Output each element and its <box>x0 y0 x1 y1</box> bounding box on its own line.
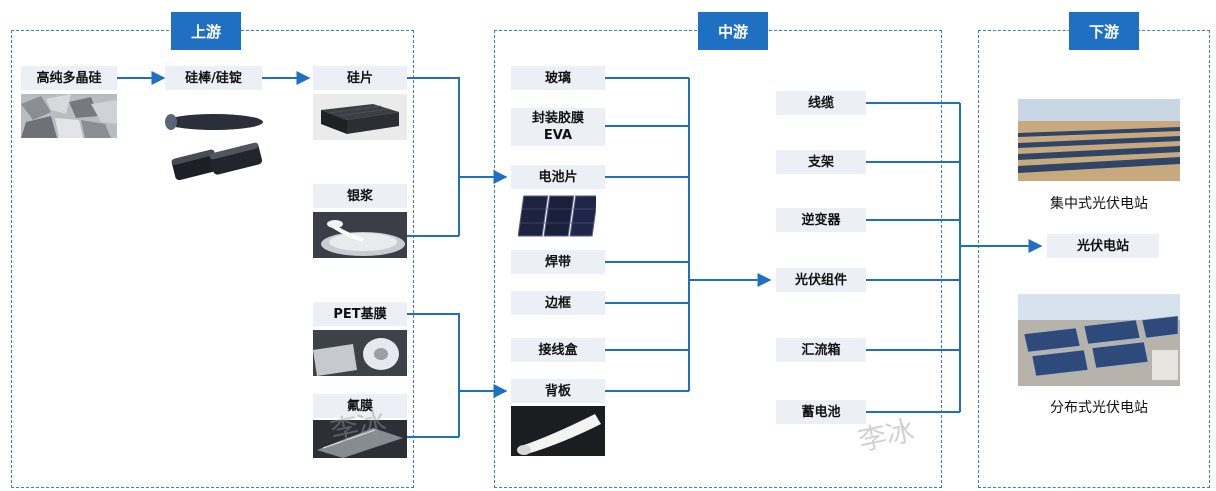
node-polysilicon: 高纯多晶硅 <box>21 66 117 90</box>
silver-paste-image <box>313 212 407 258</box>
distributed-station-caption: 分布式光伏电站 <box>1050 400 1148 416</box>
node-battery: 蓄电池 <box>776 400 866 424</box>
line-pet-to-merge <box>407 313 460 437</box>
node-bracket: 支架 <box>776 150 866 174</box>
node-combiner-box: 汇流箱 <box>776 338 866 362</box>
node-frame: 边框 <box>511 291 605 315</box>
fluoro-film-image <box>313 420 407 458</box>
centralized-station-image <box>1018 99 1180 181</box>
node-cell: 电池片 <box>511 165 605 189</box>
cell-image <box>518 194 596 238</box>
node-pet-film: PET基膜 <box>313 302 407 326</box>
midstream-title: 中游 <box>698 12 768 50</box>
pet-film-image <box>313 330 407 376</box>
node-ribbon: 焊带 <box>511 250 605 274</box>
downstream-title: 下游 <box>1069 12 1139 50</box>
node-power-station: 光伏电站 <box>1047 234 1159 258</box>
node-module: 光伏组件 <box>776 268 866 292</box>
node-wafer: 硅片 <box>313 66 407 90</box>
node-ingot: 硅棒/硅锭 <box>165 66 262 90</box>
node-backsheet: 背板 <box>511 379 605 403</box>
wafer-image <box>313 94 407 140</box>
polysilicon-image <box>21 94 117 138</box>
node-junction-box: 接线盒 <box>511 338 605 362</box>
node-silver-paste: 银浆 <box>313 184 407 208</box>
node-cable: 线缆 <box>776 91 866 115</box>
ingot-image <box>163 100 265 190</box>
node-glass: 玻璃 <box>511 66 605 90</box>
node-inverter: 逆变器 <box>776 208 866 232</box>
upstream-title: 上游 <box>171 12 241 50</box>
distributed-station-image <box>1018 294 1180 386</box>
backsheet-image <box>511 406 605 456</box>
centralized-station-caption: 集中式光伏电站 <box>1050 196 1148 212</box>
node-fluoro-film: 氟膜 <box>313 394 407 418</box>
line-wafer-to-merge <box>407 77 460 236</box>
node-eva: 封装胶膜 EVA <box>511 108 605 146</box>
